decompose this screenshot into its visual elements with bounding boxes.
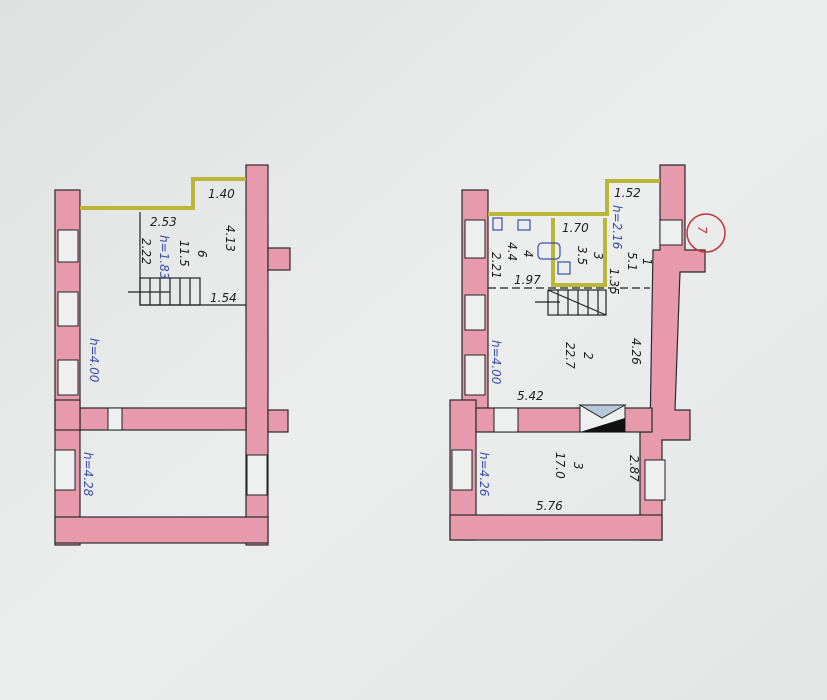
window — [464, 354, 486, 396]
dim-r4-depth: 2.21 — [489, 252, 503, 279]
dim-r2-width: 5.42 — [517, 389, 544, 403]
stove-icon — [517, 219, 531, 231]
room-2-number: 2 — [581, 352, 595, 360]
sink-icon — [492, 217, 503, 231]
room-4-number: 4 — [521, 250, 535, 258]
room-4-area: 4.4 — [505, 242, 519, 261]
window — [57, 291, 79, 327]
right-exterior-wall — [245, 164, 269, 546]
height-note: h=4.00 — [87, 338, 101, 383]
window — [659, 219, 683, 246]
window — [246, 454, 268, 496]
window — [54, 449, 76, 491]
window — [451, 449, 473, 491]
height-note: h=1.83 — [157, 235, 171, 279]
wall-stub — [267, 247, 291, 271]
chimney — [578, 404, 627, 433]
dim-small: 1.35 — [607, 268, 621, 295]
window — [464, 219, 486, 259]
bathroom-partition — [551, 218, 607, 287]
doorway — [493, 407, 519, 433]
height-note: h=4.28 — [81, 452, 95, 497]
dim-r2-depth: 4.26 — [629, 338, 643, 365]
room-bath-area: 3.5 — [575, 246, 589, 265]
partition-wall — [488, 179, 660, 216]
dim-stair: 1.54 — [210, 291, 237, 305]
dim-top: 1.52 — [614, 186, 641, 200]
window — [464, 294, 486, 331]
height-note: h=4.26 — [477, 452, 491, 497]
dim-top: 1.40 — [208, 187, 235, 201]
toilet-icon — [557, 261, 571, 275]
room-3-area: 17.0 — [553, 452, 567, 479]
interior-wall — [79, 407, 247, 431]
room-area: 11.5 — [177, 240, 191, 267]
wall-stub — [267, 409, 289, 433]
left-floor-plan: 1.40 2.53 2.22 h=1.83 6 11.5 4.13 1.54 h… — [54, 164, 291, 546]
partition-wall — [80, 177, 246, 210]
stair-icon — [128, 277, 201, 306]
dim-r4-width: 1.97 — [514, 273, 541, 287]
doorway — [107, 407, 123, 431]
window — [57, 359, 79, 396]
window — [644, 459, 666, 501]
height-note: h=4.00 — [489, 340, 503, 385]
room-3-number: 3 — [571, 462, 585, 470]
room-bath-number: 3 — [591, 252, 605, 260]
room-number: 6 — [195, 250, 209, 258]
bottom-wall — [449, 514, 663, 541]
sheet-mark-number: 7 — [695, 226, 709, 234]
height-note: h=2.16 — [610, 205, 624, 250]
sheet-mark: 7 — [686, 213, 726, 253]
wall-corner — [54, 399, 81, 431]
dim-depth: 2.22 — [139, 238, 153, 265]
sanitary-fixtures — [492, 217, 571, 275]
bottom-wall — [54, 516, 269, 544]
bath-icon — [537, 242, 561, 260]
window — [57, 229, 79, 263]
dim-right: 4.13 — [223, 225, 237, 252]
room-2-area: 22.7 — [563, 342, 577, 369]
dim-r3-depth: 2.87 — [627, 455, 641, 482]
dim-bath: 1.70 — [562, 221, 589, 235]
right-floor-plan: 1.52 h=2.16 1 5.1 1.70 3 3.5 1.35 4 4.4 … — [449, 164, 726, 541]
stair-icon — [535, 289, 607, 316]
dim-upper-width: 2.53 — [150, 215, 177, 229]
room-1-number: 1 — [640, 258, 654, 266]
room-1-area: 5.1 — [625, 252, 639, 271]
dim-r3-width: 5.76 — [536, 499, 563, 513]
